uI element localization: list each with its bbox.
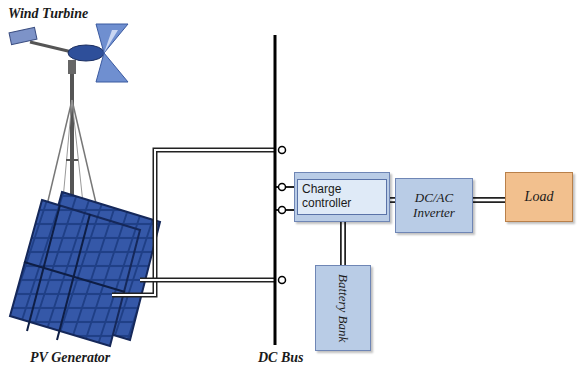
- part-label: Wind Turbine: [8, 6, 88, 22]
- charge-controller-box: Charge controller: [294, 172, 390, 222]
- bus-junctions: [279, 147, 286, 284]
- pv-panels: [10, 192, 160, 346]
- dc-bus: [274, 35, 277, 345]
- wire-core: [473, 199, 505, 202]
- double-wire: [473, 197, 505, 203]
- part-label: DC Bus: [258, 350, 304, 366]
- node-text: Load: [525, 189, 554, 205]
- inverter-box: DC/AC Inverter: [395, 178, 473, 233]
- load-box: Load: [505, 172, 573, 222]
- source-wires: [112, 150, 300, 295]
- node-text: DC/AC Inverter: [400, 191, 468, 221]
- node-text: Battery Bank: [336, 274, 351, 342]
- battery-box: Battery Bank: [315, 265, 371, 351]
- double-wire: [340, 222, 346, 265]
- wire-core: [342, 222, 345, 265]
- part-label: PV Generator: [30, 350, 110, 366]
- node-text: Charge controller: [297, 179, 387, 215]
